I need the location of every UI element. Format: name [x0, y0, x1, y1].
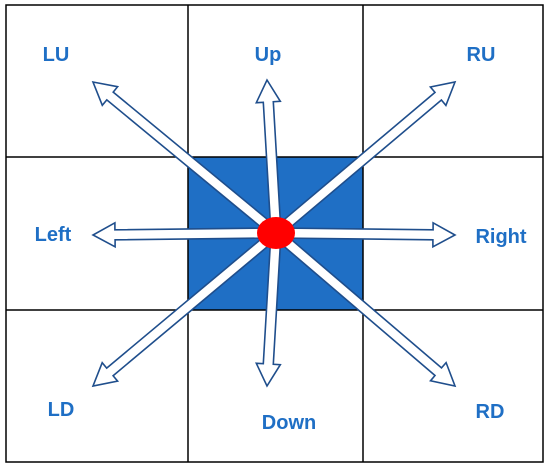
arrow-up — [255, 78, 282, 235]
arrow-left — [91, 221, 277, 249]
label-ru: RU — [467, 44, 496, 66]
grid-lines — [5, 4, 544, 463]
center-dot — [257, 217, 295, 249]
label-down: Down — [262, 412, 316, 434]
arrow-right — [275, 221, 457, 249]
arrow-ru — [271, 80, 457, 238]
label-rd: RD — [476, 401, 505, 423]
arrow-ld — [91, 228, 281, 388]
grid-outer-border — [5, 4, 544, 463]
label-right: Right — [475, 226, 526, 248]
arrow-rd — [271, 228, 457, 388]
label-left: Left — [35, 224, 72, 246]
direction-labels: LU Up RU Left Right LD Down RD — [35, 44, 527, 434]
label-lu: LU — [43, 44, 70, 66]
arrow-lu — [91, 80, 281, 239]
direction-arrows — [91, 78, 457, 388]
label-up: Up — [255, 44, 282, 66]
label-ld: LD — [48, 399, 75, 421]
arrow-down — [255, 231, 282, 388]
